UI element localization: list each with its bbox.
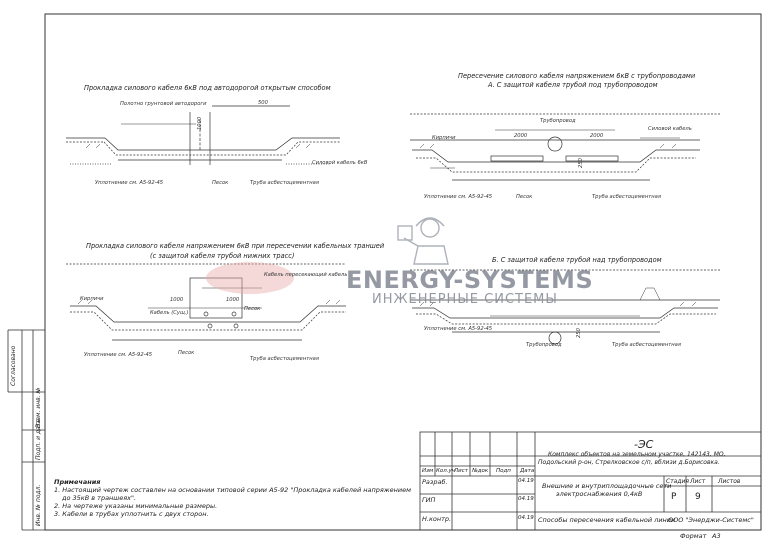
notes-heading: Примечания — [54, 478, 101, 486]
drawing-1-label-pipe: Труба асбестоцементная — [250, 180, 319, 186]
sheet-name: Способы пересечения кабельной линии — [538, 516, 676, 524]
drawing-4-label-seal: Уплотнение см. А5-92-45 — [424, 326, 493, 332]
drawing-2-label-sand: Песок — [516, 194, 533, 200]
drawing-4-label-pipe: Труба асбестоцементная — [612, 342, 681, 348]
row-date-gip: 04.19 — [518, 496, 534, 502]
drawing-1-label-cable: Силовой кабель 6кВ — [312, 160, 368, 166]
stage-label: Стадия — [666, 478, 690, 485]
note-line: до 35кВ в траншеях". — [62, 494, 137, 502]
title-block-grid — [419, 431, 762, 531]
drawing-3-label-sand-top: Песок — [244, 306, 261, 312]
header-col-sign: Подп — [496, 468, 511, 474]
watermark-brand: ENERGY-SYSTEMS — [346, 266, 594, 294]
drawing-3-label-1000b: 1000 — [226, 297, 240, 303]
company-name: ООО "Энерджи-Системс" — [668, 516, 754, 524]
header-col-izm: Изм — [422, 468, 434, 474]
side-stamp-inv-original: Инв. № подл. — [35, 484, 42, 526]
drawing-2-label-pipe: Труба асбестоцементная — [592, 194, 661, 200]
row-date-developer: 04.19 — [518, 478, 534, 484]
row-role-gip: ГИП — [422, 496, 436, 504]
format-value: А3 — [712, 532, 721, 540]
sheet-value: 9 — [695, 492, 701, 502]
drawing-2-label-cable: Силовой кабель — [648, 126, 692, 132]
title-block-project-line1: Комплекс объектов на земельном участке, … — [548, 451, 726, 458]
sheet-label: Лист — [690, 478, 706, 485]
drawing-2-label-seal: Уплотнение см. А5-92-45 — [424, 194, 493, 200]
section-name-line1: Внешние и внутриплощадочные сети — [542, 482, 672, 490]
note-line: 1. Настоящий чертеж составлен на основан… — [54, 486, 411, 494]
drawing-3-label-sand: Песок — [178, 350, 195, 356]
header-col-list: Лист — [454, 468, 468, 474]
red-glare — [206, 262, 294, 294]
drawing-3-label-pipe: Труба асбестоцементная — [250, 356, 319, 362]
drawing-1-title: Прокладка силового кабеля 6кВ под автодо… — [84, 84, 331, 92]
section-name-line2: электроснабжения 0,4кВ — [556, 490, 643, 498]
row-role-developer: Разраб. — [422, 478, 448, 486]
side-stamp-sign-date: Подп. и дата — [35, 419, 42, 460]
row-role-ncontrol: Н.контр. — [422, 515, 452, 523]
sheets-label: Листов — [718, 478, 741, 485]
drawing-2-graphic — [410, 113, 720, 181]
drawing-2-label-bricks: Кирпичи — [432, 135, 456, 141]
drawing-1-label-1000: 1000 — [197, 116, 203, 130]
drawing-3-label-bricks: Кирпичи — [80, 296, 104, 302]
header-col-date: Дата — [520, 468, 535, 474]
drawing-4-graphic — [410, 269, 720, 345]
drawing-4-label-pipeline: Трубопровод — [526, 342, 562, 348]
drawing-3-title-line1: Прокладка силового кабеля напряжением 6к… — [86, 242, 385, 250]
drawing-3-title-line2: (с защитой кабеля трубой нижних трасс) — [150, 252, 295, 260]
notes: Примечания 1. Настоящий чертеж составлен… — [54, 478, 411, 518]
header-col-kol: Кол.уч — [436, 468, 456, 474]
drawing-3-label-seal: Уплотнение см. А5-92-45 — [84, 352, 153, 358]
note-line: 3. Кабели в трубах уплотнить с двух стор… — [54, 510, 209, 518]
drawing-2-label-2000b: 2000 — [590, 133, 604, 139]
drawing-2-label-2000a: 2000 — [514, 133, 528, 139]
note-line: 2. На чертеже указаны минимальные размер… — [54, 502, 218, 510]
stage-value: Р — [671, 492, 677, 502]
watermark-subtitle: ИНЖЕНЕРНЫЕ СИСТЕМЫ — [372, 292, 558, 307]
row-date-ncontrol: 04.19 — [518, 515, 534, 521]
drawing-2-title-line1: Пересечение силового кабеля напряжением … — [458, 72, 696, 80]
drawing-1-label-road: Полотно грунтовой автодороги — [120, 101, 207, 107]
title-block-project-line2: Подольский р-он, Стрелковское с/п, вблиз… — [538, 459, 720, 466]
drawing-4-label-250: 250 — [576, 328, 582, 338]
drawing-2-label-pipeline: Трубопровод — [540, 118, 576, 124]
drawing-3-label-crossing: Кабель пересекающий кабель — [264, 272, 348, 278]
title-block-code: -ЭС — [634, 438, 654, 451]
drawing-3-label-1000a: 1000 — [170, 297, 184, 303]
drawing-1-graphic — [66, 105, 340, 165]
drawing-4-title: Б. С защитой кабеля трубой над трубопров… — [492, 256, 662, 264]
drawing-1-label-seal: Уплотнение см. А5-92-45 — [95, 180, 164, 186]
format-label: Формат — [680, 532, 707, 540]
drawing-2-label-250: 250 — [578, 158, 584, 168]
drawing-3-label-existing: Кабель (Сущ.) — [150, 310, 189, 316]
side-stamp-agreed: Согласовано — [10, 345, 17, 386]
drawing-3-graphic — [66, 263, 346, 341]
header-col-doc: №док — [472, 468, 489, 474]
drawing-1-label-sand: Песок — [212, 180, 229, 186]
drawing-1-label-500: 500 — [258, 100, 268, 106]
engineer-logo-figure — [397, 217, 449, 265]
drawing-2-title-line2: А. С защитой кабеля трубой под трубопров… — [488, 81, 658, 89]
